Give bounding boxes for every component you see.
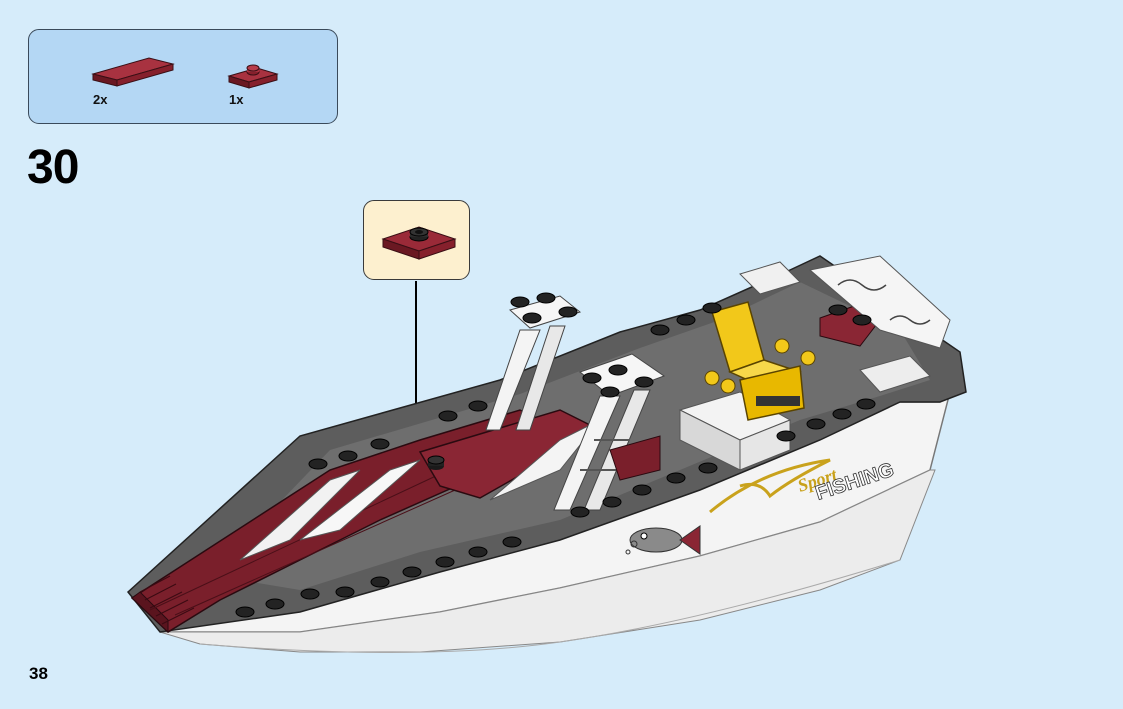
page-number: 38 <box>29 664 48 684</box>
